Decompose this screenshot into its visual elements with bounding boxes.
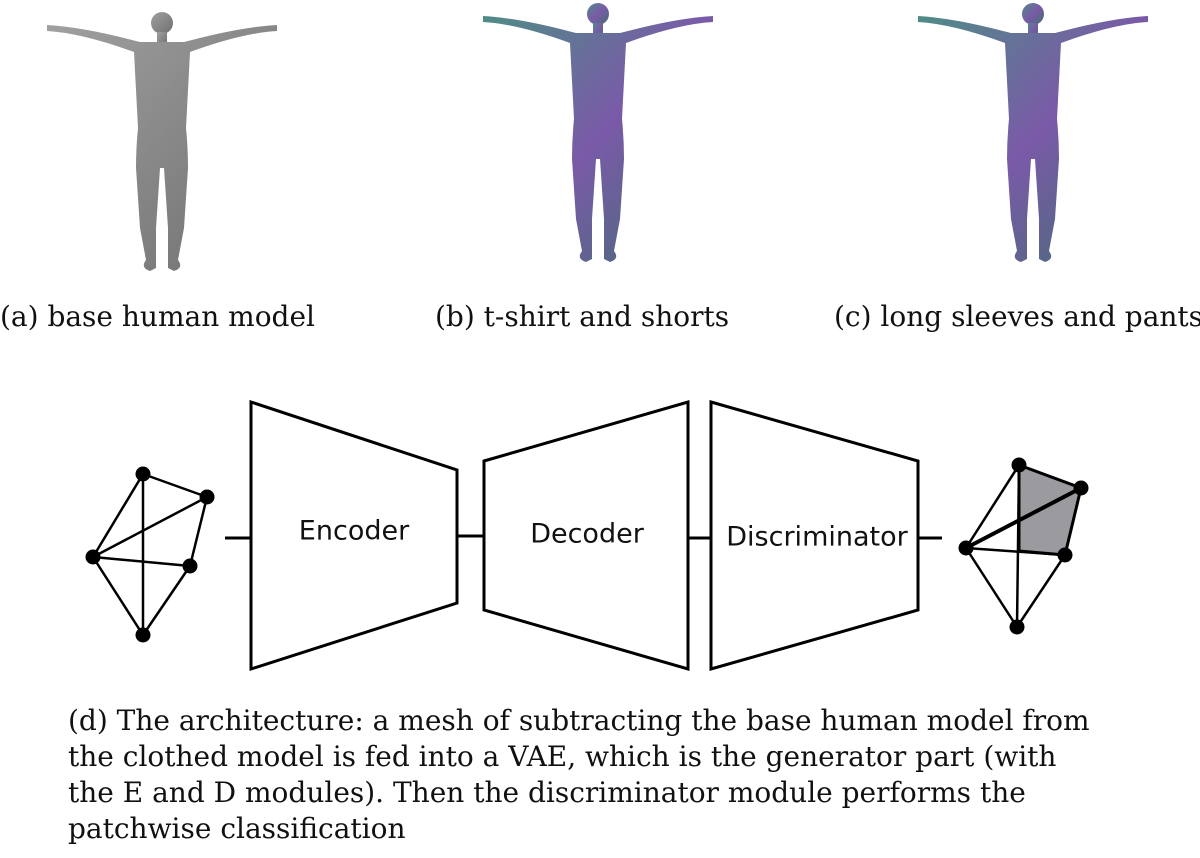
discriminator-label: Discriminator [726, 521, 908, 553]
architecture-caption-line: the E and D modules). Then the discrimin… [68, 776, 1026, 809]
human-model-long-sleeves-pants [918, 3, 1148, 262]
output-mesh [958, 457, 1089, 635]
highlighted-patch [1017, 462, 1083, 557]
input-mesh [91, 472, 209, 636]
architecture-caption: (d) The architecture: a mesh of subtract… [68, 703, 1160, 847]
encoder-block [249, 399, 459, 672]
decoder-block [482, 400, 690, 671]
connector-lines [225, 534, 942, 540]
caption-tshirt-shorts: (b) t-shirt and shorts [435, 300, 730, 333]
human-model-tshirt-shorts [483, 3, 713, 262]
architecture-caption-line: (d) The architecture: a mesh of subtract… [68, 704, 1090, 737]
architecture-caption-line: the clothed model is fed into a VAE, whi… [68, 740, 1057, 773]
encoder-label: Encoder [298, 515, 410, 547]
caption-base-human-model: (a) base human model [0, 300, 315, 333]
decoder-label: Decoder [530, 518, 644, 550]
input-mesh-vertices [85, 466, 215, 643]
human-model-base [47, 12, 277, 271]
caption-long-sleeves-pants: (c) long sleeves and pants [834, 300, 1200, 333]
architecture-caption-line: patchwise classification [68, 812, 406, 845]
discriminator-block [709, 400, 920, 671]
